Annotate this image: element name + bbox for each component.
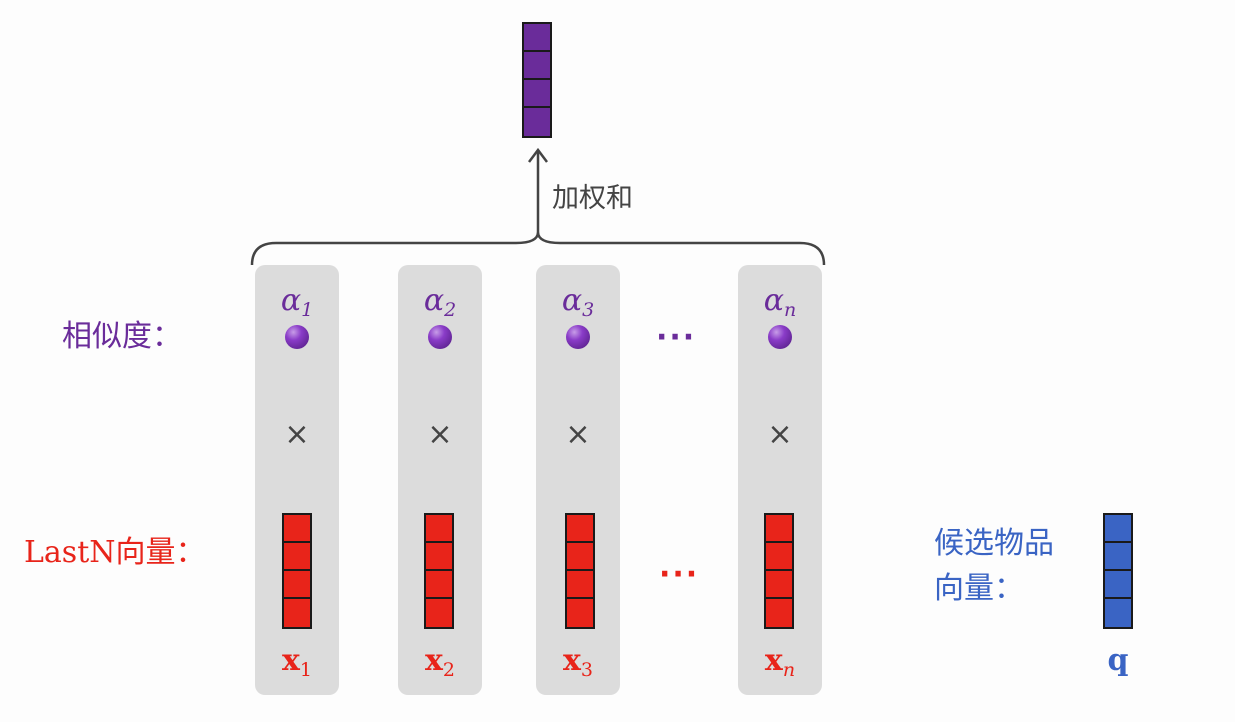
multiply-sign: × [767,417,793,452]
multiply-sign: × [427,417,453,452]
vector-cell [567,599,593,627]
output-vector [522,22,552,138]
x-label: x2 [398,644,482,687]
purple-ball-icon [285,325,309,349]
candidate-vector [1103,513,1133,629]
vector-cell [284,599,310,627]
vector-cell [1105,571,1131,599]
x-subscript: 2 [442,659,455,681]
lastn-vector-2 [424,513,454,629]
vector-cell [524,24,550,52]
x-label: xn [738,644,822,687]
candidate-vector-label: q [1107,643,1129,678]
candidate-label-line2: 向量： [934,571,1024,606]
similarity-ellipsis: ··· [656,320,697,355]
purple-ball-icon [768,325,792,349]
vector-cell [766,571,792,599]
alpha-label: α3 [536,284,620,327]
lastn-vector-3 [565,513,595,629]
vector-cell [524,80,550,108]
alpha-label: α1 [255,284,339,327]
candidate-label-line1: 候选物品 [934,526,1054,561]
x-subscript: n [782,659,796,681]
vector-cell [426,543,452,571]
alpha-subscript: 3 [582,299,595,321]
similarity-label: 相似度： [62,319,182,354]
vector-cell [766,515,792,543]
x-symbol: x [764,643,783,678]
alpha-symbol: α [280,283,302,318]
weighted-sum-label: 加权和 [552,183,633,214]
vector-cell [1105,543,1131,571]
vector-cell [567,571,593,599]
x-label: x1 [255,644,339,687]
vector-cell [766,543,792,571]
vector-cell [426,599,452,627]
lastn-ellipsis: ··· [659,557,700,592]
alpha-label: α2 [398,284,482,327]
vector-cell [1105,599,1131,627]
alpha-symbol: α [423,283,445,318]
alpha-symbol: α [763,283,784,318]
alpha-subscript: 1 [301,299,314,321]
vector-cell [284,543,310,571]
vector-cell [426,515,452,543]
x-symbol: x [282,643,300,678]
vector-cell [567,515,593,543]
x-label: x3 [536,644,620,687]
x-symbol: x [425,643,443,678]
lastn-vector-n [764,513,794,629]
lastn-vector-1 [282,513,312,629]
x-subscript: 1 [299,659,312,681]
alpha-symbol: α [561,283,583,318]
alpha-subscript: n [784,299,797,321]
multiply-sign: × [284,417,310,452]
multiply-sign: × [565,417,591,452]
vector-cell [766,599,792,627]
purple-ball-icon [566,325,590,349]
x-subscript: 3 [580,659,593,681]
vector-cell [1105,515,1131,543]
vector-cell [284,515,310,543]
vector-cell [567,543,593,571]
vector-cell [524,52,550,80]
vector-cell [426,571,452,599]
curly-brace-icon [250,231,826,266]
vector-cell [284,571,310,599]
x-symbol: x [563,643,581,678]
alpha-subscript: 2 [444,299,457,321]
lastn-label: LastN向量： [24,535,206,570]
alpha-label: αn [738,284,822,327]
purple-ball-icon [428,325,452,349]
up-arrow-icon [528,147,548,232]
